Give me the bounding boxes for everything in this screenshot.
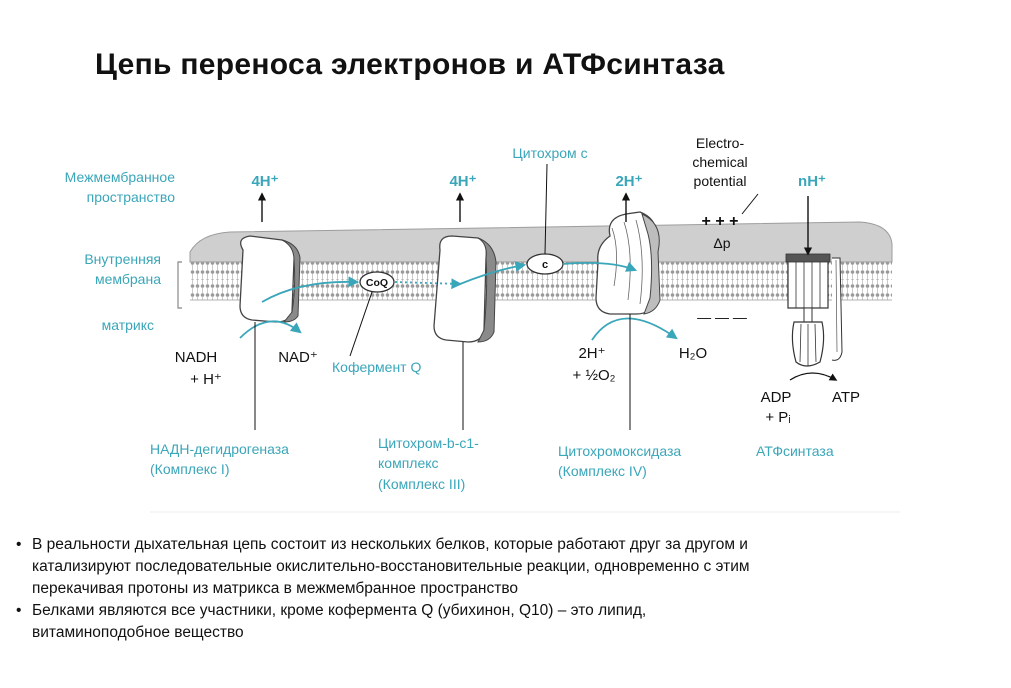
intermembrane-label-2: пространство — [87, 189, 176, 205]
coq-label: Кофермент Q — [332, 359, 421, 375]
complex-i-label-1: НАДН-дегидрогеназа — [150, 441, 289, 457]
atp-synthase-protein — [785, 253, 843, 367]
adp-text: ADP — [761, 389, 792, 406]
water-text: H₂O — [679, 345, 707, 362]
inner-membrane-label-2: мембрана — [95, 271, 161, 287]
proton-label-atp: nH⁺ — [798, 173, 826, 190]
complex-iii-protein — [433, 235, 497, 343]
proton-label-c3: 4H⁺ — [449, 173, 476, 190]
electron-arrow-cytc-to-c4 — [562, 261, 638, 272]
proton-label-c4: 2H⁺ — [615, 173, 642, 190]
atp-synthase-label: АТФсинтаза — [756, 443, 834, 459]
atp-text: ATP — [832, 389, 860, 406]
oxygen-text: + ½O₂ — [573, 367, 616, 384]
nadh-h-text: + H⁺ — [190, 371, 222, 388]
note-line: Белками являются все участники, кроме ко… — [32, 602, 647, 619]
complex-iii-label-1: Цитохром-b-c1- — [378, 435, 479, 451]
notes-list: • В реальности дыхательная цепь состоит … — [10, 534, 930, 644]
note-line: витаминоподобное вещество — [32, 624, 244, 641]
note-item: • Белками являются все участники, кроме … — [10, 600, 930, 644]
cytochrome-c-pointer — [544, 163, 548, 255]
note-line: катализируют последовательные окислитель… — [32, 558, 750, 575]
membrane-bracket — [177, 261, 182, 309]
potential-pointer — [741, 193, 759, 215]
potential-label-2: chemical — [692, 154, 747, 170]
electron-arrow-to-coq — [261, 276, 360, 303]
note-item: • В реальности дыхательная цепь состоит … — [10, 534, 930, 600]
coq-carrier — [359, 271, 395, 293]
matrix-label: матрикс — [102, 317, 154, 333]
complex-i-label-2: (Комплекс I) — [150, 461, 230, 477]
electron-arrow-c3-to-cytc — [459, 261, 527, 285]
nad-text: NAD⁺ — [278, 349, 318, 366]
membrane-outer-surface — [189, 221, 893, 263]
proton-label-c1: 4H⁺ — [251, 173, 278, 190]
atp-synthesis-arrow — [789, 372, 838, 381]
electron-arrow-oxygen — [591, 317, 678, 341]
bullet-dot-icon: • — [16, 536, 22, 553]
inner-membrane-label-1: Внутренняя — [84, 251, 161, 267]
pi-text: + Pᵢ — [765, 409, 790, 426]
cytochrome-c-carrier-text: c — [542, 259, 548, 271]
potential-delta: Δp — [713, 235, 730, 251]
intermembrane-label-1: Межмембранное — [65, 169, 176, 185]
note-line: В реальности дыхательная цепь состоит из… — [32, 536, 748, 553]
electron-arrow-coq-to-c3 — [394, 278, 463, 290]
note-line: перекачивая протоны из матрикса в межмем… — [32, 580, 519, 597]
bullet-dot-icon: • — [16, 602, 22, 619]
oxygen-h-text: 2H⁺ — [578, 345, 605, 362]
nadh-text: NADH — [175, 349, 218, 366]
potential-minus: — — — — [697, 309, 747, 325]
slide-background — [22, 18, 922, 668]
slide-title: Цепь переноса электронов и АТФсинтаза — [95, 48, 725, 81]
complex-iii-label-3: (Комплекс III) — [378, 476, 465, 492]
complex-iv-label-1: Цитохромоксидаза — [558, 443, 681, 459]
potential-label-1: Electro- — [696, 135, 745, 151]
complex-i-protein — [239, 235, 301, 323]
complex-iv-label-2: (Комплекс IV) — [558, 463, 647, 479]
electron-arrow-nadh — [239, 320, 302, 339]
coq-carrier-text: CoQ — [366, 277, 388, 289]
cytochrome-c-label: Цитохром с — [512, 145, 587, 161]
complex-iii-label-2: комплекс — [378, 455, 439, 471]
coq-pointer — [349, 291, 373, 357]
potential-label-3: potential — [694, 173, 747, 189]
potential-plus: + + + — [702, 213, 739, 230]
